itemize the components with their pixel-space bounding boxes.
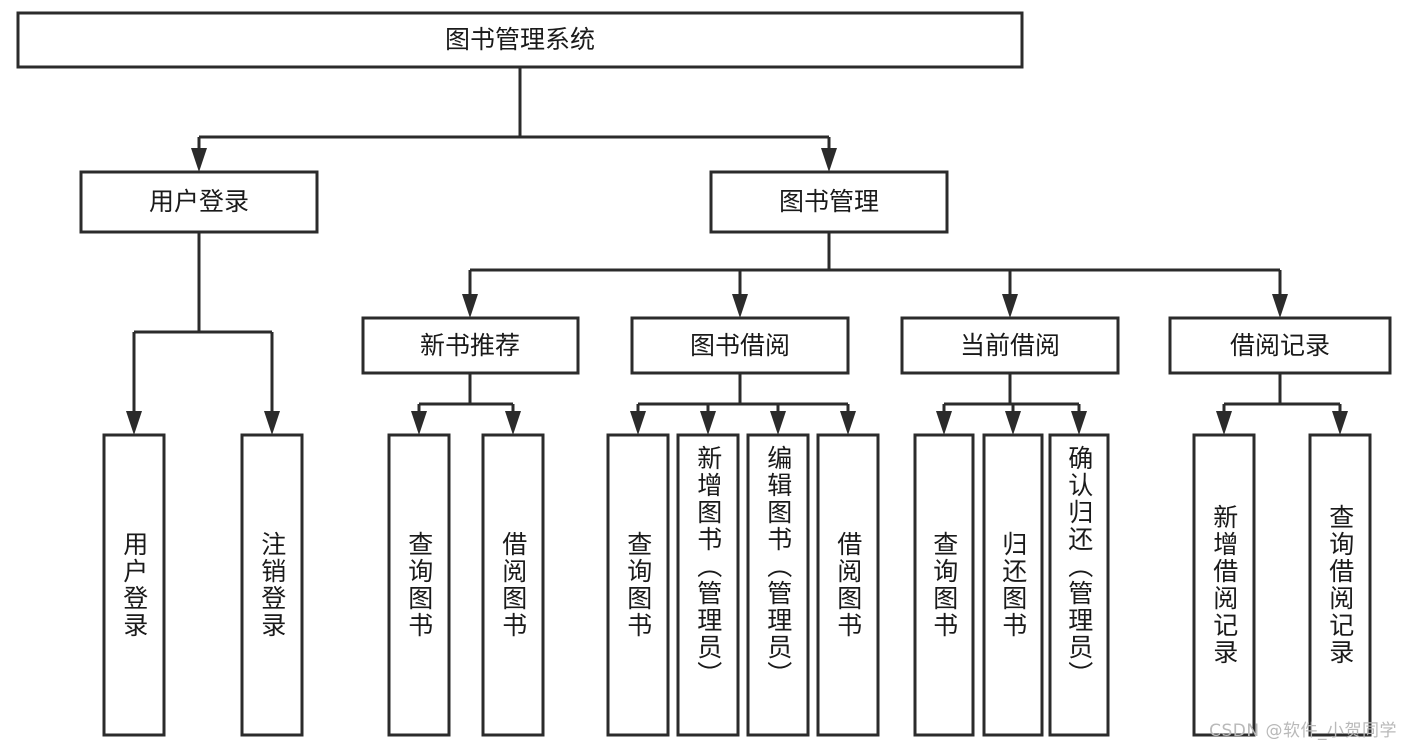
arrowhead-icon: [821, 148, 837, 172]
edges-newbook-to-leaves: [411, 373, 521, 435]
edges-root-to-level2: [191, 67, 837, 172]
leaf-box-edit-book-admin[interactable]: [746, 433, 810, 737]
arrowhead-icon: [411, 411, 427, 435]
edges-record-to-leaves: [1216, 373, 1348, 435]
arrowhead-icon: [1002, 294, 1018, 318]
arrowhead-icon: [1005, 411, 1021, 435]
leaf-box-borrow-book-recommend[interactable]: [481, 433, 545, 737]
arrowhead-icon: [936, 411, 952, 435]
node-borrow-record-label: 借阅记录: [1230, 331, 1330, 360]
node-user-login[interactable]: 用户登录: [79, 170, 319, 234]
arrowhead-icon: [770, 411, 786, 435]
arrowhead-icon: [126, 411, 142, 435]
node-book-management-label: 图书管理: [779, 187, 879, 216]
arrowhead-icon: [630, 411, 646, 435]
arrowhead-icon: [1216, 411, 1232, 435]
node-root[interactable]: 图书管理系统: [16, 11, 1024, 69]
node-book-borrow-label: 图书借阅: [690, 331, 790, 360]
node-book-management[interactable]: 图书管理: [709, 170, 949, 234]
leaf-box-return-book[interactable]: [982, 433, 1044, 737]
node-borrow-record[interactable]: 借阅记录: [1168, 316, 1392, 375]
node-root-box[interactable]: [16, 11, 1024, 69]
node-book-management-box[interactable]: [709, 170, 949, 234]
edges-borrow-to-leaves: [630, 373, 856, 435]
arrowhead-icon: [264, 411, 280, 435]
arrowhead-icon: [191, 148, 207, 172]
node-root-label: 图书管理系统: [445, 25, 595, 54]
arrowhead-icon: [1272, 294, 1288, 318]
arrowhead-icon: [1071, 411, 1087, 435]
arrowhead-icon: [732, 294, 748, 318]
edges-bookmgmt-to-level3: [462, 232, 1288, 318]
leaf-box-query-borrow-record[interactable]: [1308, 433, 1372, 737]
leaf-box-borrow-book[interactable]: [816, 433, 880, 737]
arrowhead-icon: [840, 411, 856, 435]
node-user-login-label: 用户登录: [149, 187, 249, 216]
arrowhead-icon: [700, 411, 716, 435]
node-current-borrow[interactable]: 当前借阅: [900, 316, 1120, 375]
leaf-box-query-book-current[interactable]: [913, 433, 975, 737]
csdn-watermark: CSDN @软件_小贺同学: [1209, 721, 1397, 741]
node-borrow-record-box[interactable]: [1168, 316, 1392, 375]
arrowhead-icon: [462, 294, 478, 318]
edges-login-to-leaves: [126, 232, 280, 435]
node-new-book-recommend-box[interactable]: [361, 316, 580, 375]
node-current-borrow-label: 当前借阅: [960, 331, 1060, 360]
leaf-box-confirm-return-admin[interactable]: [1048, 433, 1110, 737]
leaf-box-user-login[interactable]: [102, 433, 166, 737]
edges-current-to-leaves: [936, 373, 1087, 435]
leaf-box-add-borrow-record[interactable]: [1192, 433, 1256, 737]
arrowhead-icon: [1332, 411, 1348, 435]
leaf-box-add-book-admin[interactable]: [676, 433, 740, 737]
leaf-box-query-book-borrow[interactable]: [606, 433, 670, 737]
leaf-box-query-book-recommend[interactable]: [387, 433, 451, 737]
node-book-borrow[interactable]: 图书借阅: [630, 316, 850, 375]
node-new-book-recommend-label: 新书推荐: [420, 331, 520, 360]
node-user-login-box[interactable]: [79, 170, 319, 234]
arrowhead-icon: [505, 411, 521, 435]
node-book-borrow-box[interactable]: [630, 316, 850, 375]
leaf-box-logout[interactable]: [240, 433, 304, 737]
node-current-borrow-box[interactable]: [900, 316, 1120, 375]
node-new-book-recommend[interactable]: 新书推荐: [361, 316, 580, 375]
